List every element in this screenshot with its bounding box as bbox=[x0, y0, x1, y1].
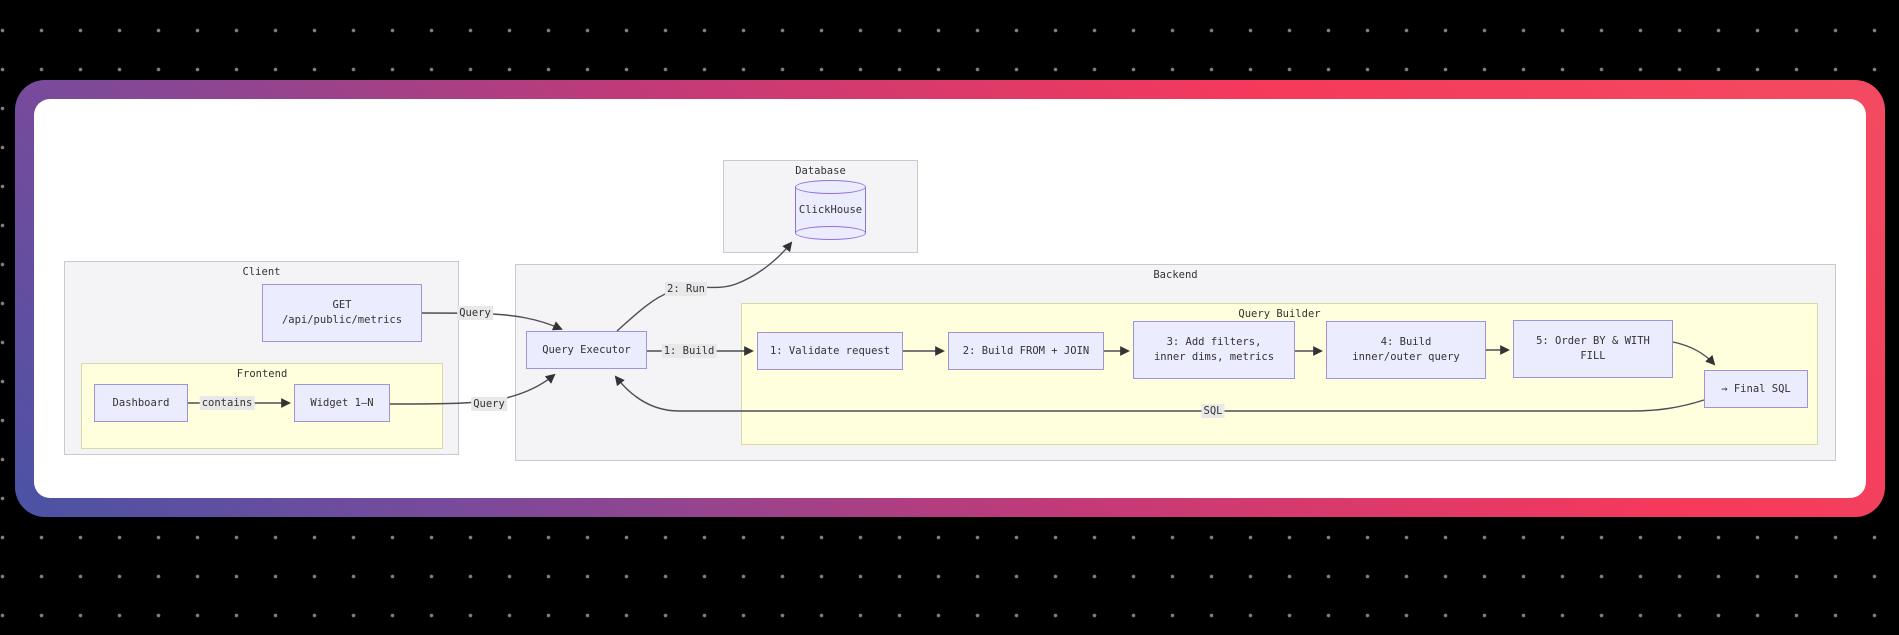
node-final-sql-label: → Final SQL bbox=[1721, 382, 1791, 395]
cluster-frontend-label: Frontend bbox=[236, 368, 288, 380]
node-get-endpoint-line1: GET bbox=[332, 299, 352, 311]
node-get-endpoint: GET /api/public/metrics bbox=[262, 284, 422, 342]
node-step4-line1: 4: Build bbox=[1380, 336, 1432, 348]
diagram-canvas: Database Client Frontend Backend Query B… bbox=[34, 99, 1866, 498]
node-query-executor: Query Executor bbox=[526, 331, 647, 369]
node-step5-line1: 5: Order BY & WITH bbox=[1536, 335, 1650, 347]
node-dashboard: Dashboard bbox=[94, 384, 188, 422]
node-step1-validate: 1: Validate request bbox=[757, 332, 903, 370]
node-get-endpoint-line2: /api/public/metrics bbox=[281, 314, 403, 326]
node-step5-line2: FILL bbox=[1580, 350, 1606, 362]
node-step5-order-by: 5: Order BY & WITH FILL bbox=[1513, 320, 1673, 378]
node-widget-label: Widget 1–N bbox=[310, 396, 374, 409]
edge-label-sql: SQL bbox=[1201, 404, 1225, 418]
edge-label-run: 2: Run bbox=[665, 282, 707, 296]
edge-label-contains: contains bbox=[199, 396, 255, 410]
node-step3-add-filters: 3: Add filters, inner dims, metrics bbox=[1133, 321, 1295, 379]
node-widget: Widget 1–N bbox=[294, 384, 390, 422]
node-query-executor-label: Query Executor bbox=[542, 343, 631, 356]
cluster-backend-label: Backend bbox=[1153, 269, 1198, 281]
node-dashboard-label: Dashboard bbox=[112, 396, 170, 409]
cluster-query-builder-label: Query Builder bbox=[1238, 308, 1321, 320]
node-clickhouse-label: ClickHouse bbox=[798, 204, 863, 216]
gradient-border-card: Database Client Frontend Backend Query B… bbox=[15, 80, 1885, 517]
edge-label-query-top: Query bbox=[457, 306, 493, 320]
node-step4-build-inner-outer: 4: Build inner/outer query bbox=[1326, 321, 1486, 379]
cluster-client-label: Client bbox=[242, 266, 281, 278]
node-clickhouse-database-icon: ClickHouse bbox=[795, 180, 866, 240]
edge-label-query-bottom: Query bbox=[471, 397, 507, 411]
node-step2-build-from-join: 2: Build FROM + JOIN bbox=[948, 332, 1104, 370]
node-step2-label: 2: Build FROM + JOIN bbox=[962, 344, 1090, 357]
node-step3-line1: 3: Add filters, bbox=[1166, 336, 1262, 348]
node-step1-label: 1: Validate request bbox=[769, 344, 891, 357]
node-final-sql: → Final SQL bbox=[1704, 370, 1808, 408]
cluster-database-label: Database bbox=[795, 165, 846, 177]
node-step4-line2: inner/outer query bbox=[1352, 351, 1460, 363]
node-step3-line2: inner dims, metrics bbox=[1153, 351, 1275, 363]
edge-label-build: 1: Build bbox=[661, 344, 717, 358]
